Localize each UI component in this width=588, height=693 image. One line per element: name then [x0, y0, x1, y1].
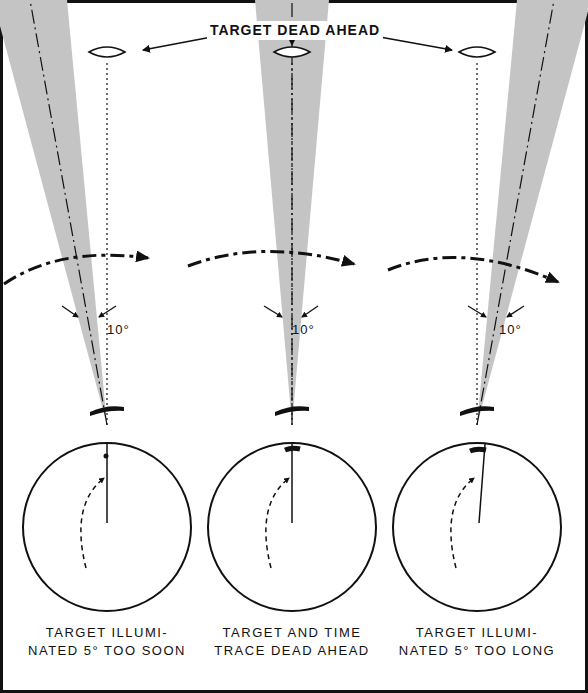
callout-title: TARGET DEAD AHEAD [207, 21, 383, 40]
panel-caption: TARGET ILLUMI- NATED 5° TOO LONG [389, 624, 565, 659]
panel-caption: TARGET ILLUMI- NATED 5° TOO SOON [19, 624, 195, 659]
angle-label: 10° [292, 321, 315, 339]
angle-label: 10° [499, 321, 522, 339]
angle-label: 10° [107, 321, 130, 339]
panel-caption: TARGET AND TIME TRACE DEAD AHEAD [207, 624, 377, 659]
